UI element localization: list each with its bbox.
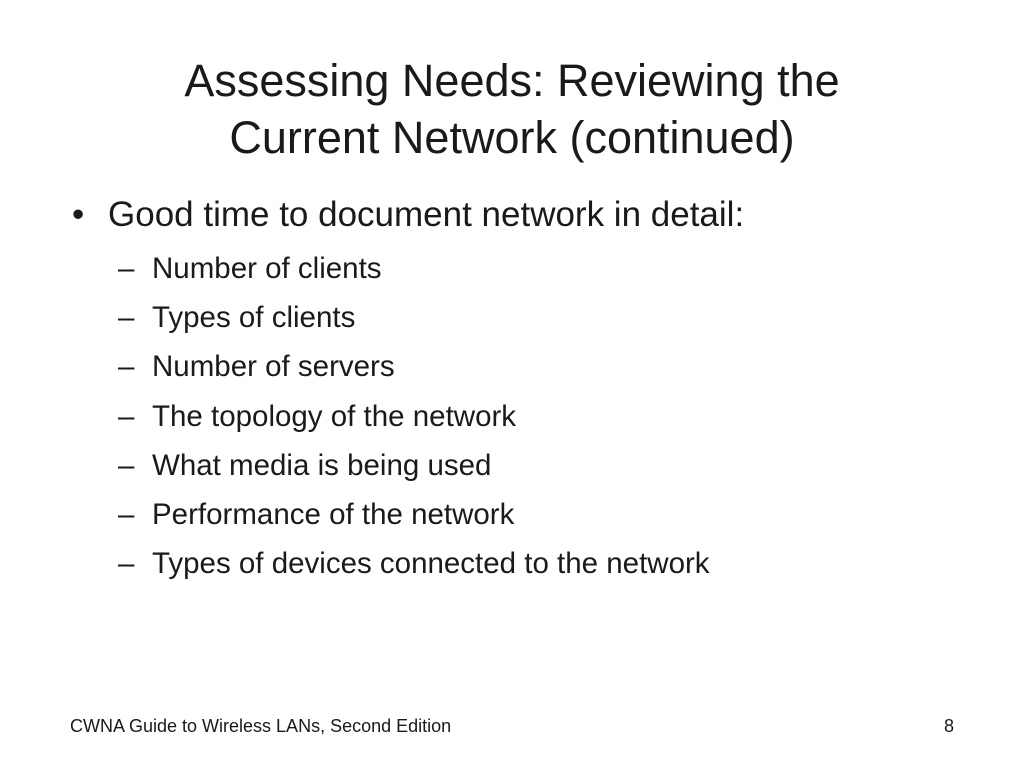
page-number: 8 <box>943 716 954 736</box>
sub-bullet-item: – Types of clients <box>118 293 972 342</box>
dash-marker: – <box>118 301 135 335</box>
slide-title-line-1: Assessing Needs: Reviewing the <box>184 55 840 106</box>
sub-bullet-text: The topology of the network <box>152 399 517 433</box>
sub-bullet-item: – Number of servers <box>118 342 972 391</box>
sub-bullet-item: – Performance of the network <box>118 490 972 539</box>
dash-marker: – <box>118 547 135 581</box>
sub-bullet-item: – What media is being used <box>118 441 972 490</box>
sub-bullet-text: What media is being used <box>152 448 492 482</box>
bullet-text: Good time to document network in detail: <box>108 195 745 234</box>
dash-marker: – <box>118 448 135 482</box>
sub-bullet-text: Types of clients <box>152 301 356 335</box>
sub-bullet-item: – Types of devices connected to the netw… <box>118 539 972 588</box>
sub-bullet-text: Number of clients <box>152 252 382 285</box>
dash-marker: – <box>118 350 135 384</box>
sub-bullet-list: – Number of clients – Types of clients –… <box>72 244 972 588</box>
dash-marker: – <box>118 498 135 532</box>
dash-marker: – <box>118 252 135 285</box>
sub-bullet-text: Performance of the network <box>152 498 515 532</box>
slide-content: • Good time to document network in detai… <box>72 192 972 588</box>
sub-bullet-item: – Number of clients <box>118 244 972 293</box>
dash-marker: – <box>118 399 135 433</box>
sub-bullet-item: – The topology of the network <box>118 392 972 441</box>
bullet-marker: • <box>72 195 85 234</box>
bullet-item: • Good time to document network in detai… <box>72 192 972 238</box>
sub-bullet-text: Types of devices connected to the networ… <box>152 547 710 581</box>
footer-source: CWNA Guide to Wireless LANs, Second Edit… <box>70 716 452 736</box>
slide-title: Assessing Needs: Reviewing the Current N… <box>60 52 964 166</box>
slide-title-line-2: Current Network (continued) <box>229 112 795 163</box>
sub-bullet-text: Number of servers <box>152 350 395 384</box>
